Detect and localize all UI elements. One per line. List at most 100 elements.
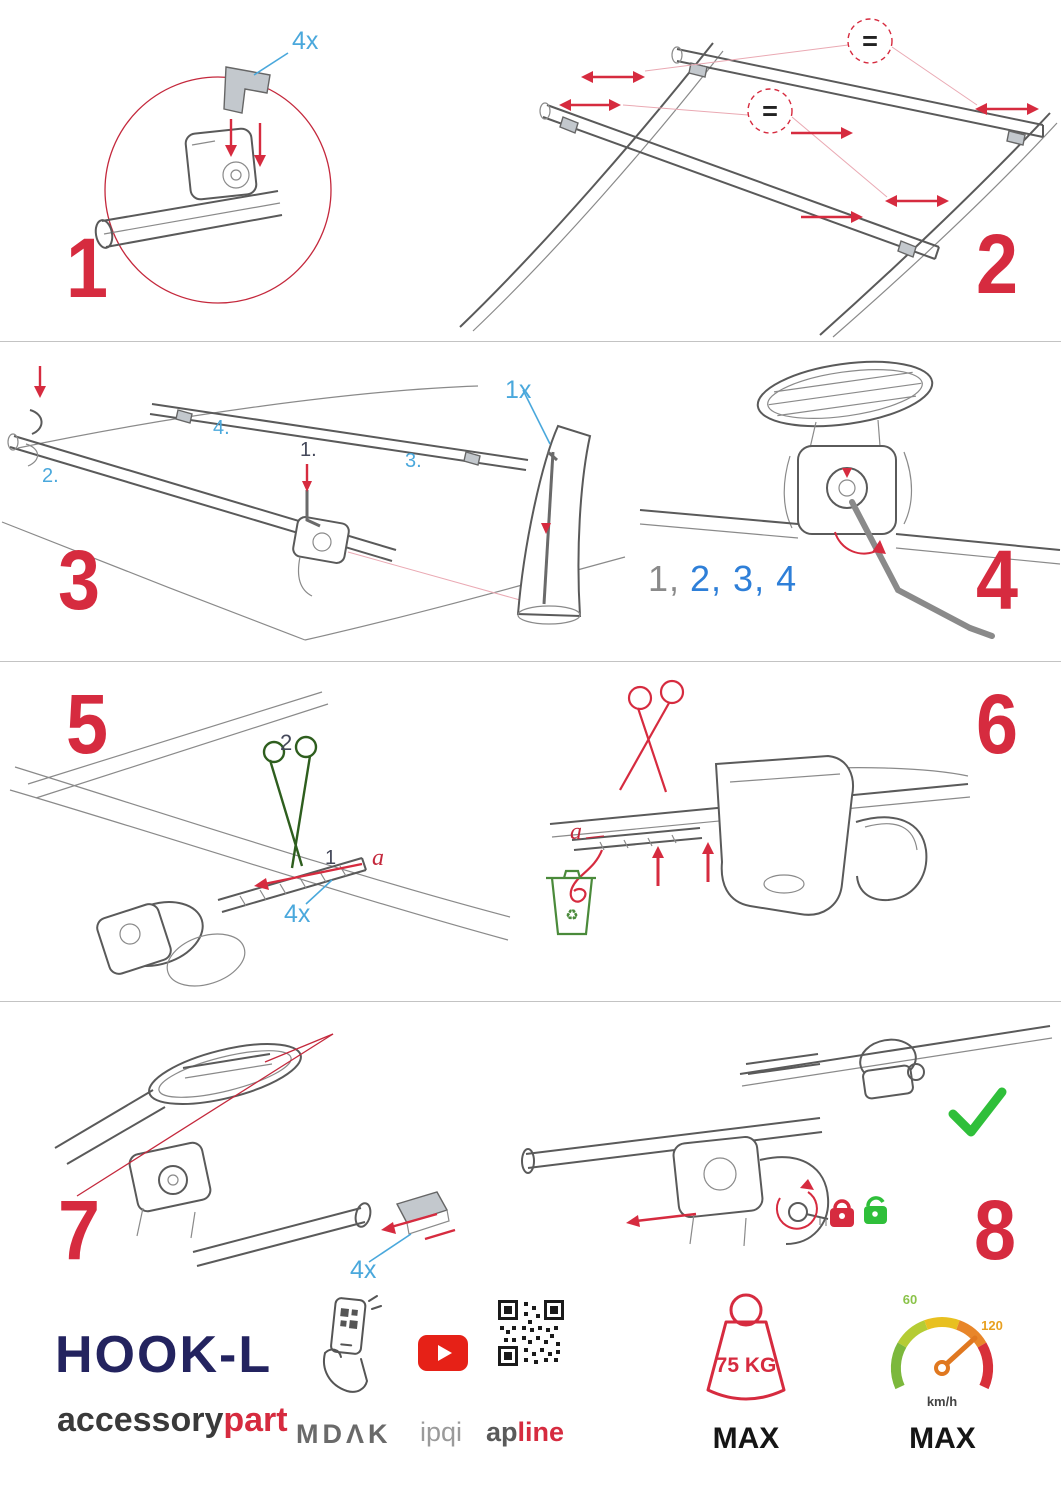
scan-phone-icon xyxy=(323,1295,382,1393)
metal-hook xyxy=(855,816,928,902)
loosen-arrow xyxy=(25,366,46,467)
step-3-panel: 1x 4. 1. 2. 3. xyxy=(0,352,640,652)
step-8-number: 8 xyxy=(974,1183,1017,1277)
clamp-body xyxy=(184,127,258,201)
equal-spacing-badge: = xyxy=(747,88,793,134)
brand-suffix: part xyxy=(223,1401,288,1439)
section-divider xyxy=(0,661,1061,662)
cutoff-piece xyxy=(569,849,604,903)
bar-end-section xyxy=(756,360,934,428)
rear-crossbar xyxy=(671,46,1044,146)
apline-logo: apline xyxy=(486,1417,564,1448)
step-5-number: 5 xyxy=(66,677,109,771)
quantity-label: 4x xyxy=(350,1256,377,1284)
section-divider xyxy=(0,1001,1061,1002)
recycle-icon: ♻ xyxy=(565,906,578,924)
step5-illustration xyxy=(9,691,511,987)
sequence-done: 1, xyxy=(648,558,681,599)
tighten-sequence: 1,2, 3, 4 xyxy=(648,558,797,600)
end-cap-part xyxy=(395,1191,450,1235)
brand-prefix: accessory xyxy=(57,1401,224,1439)
qr-code xyxy=(498,1300,564,1366)
max-weight-icon: 75 KG xyxy=(706,1293,786,1401)
quantity-label: 1x xyxy=(505,376,532,404)
footer: HOOK-L accessorypart xyxy=(0,1285,1061,1500)
measure-arrows xyxy=(559,71,1039,223)
trash-bin-icon: ♻ xyxy=(546,869,596,936)
allen-key xyxy=(849,499,995,639)
mounted-clamp-detail xyxy=(739,1025,1053,1100)
speedometer-icon: 60 120 km/h xyxy=(890,1292,1003,1409)
brand-logo: accessorypart xyxy=(57,1401,288,1440)
front-crossbar xyxy=(539,102,940,260)
turn-arrow xyxy=(775,1191,818,1230)
scissors-icon xyxy=(619,679,685,793)
equal-spacing-badge: = xyxy=(847,18,893,64)
substep-2-label: 2. xyxy=(42,465,59,487)
measure-arrow xyxy=(254,862,363,890)
product-name: HOOK-L xyxy=(55,1326,273,1384)
bracket-part xyxy=(223,66,271,114)
apline-prefix: ap xyxy=(486,1417,518,1447)
speed-low-label: 60 xyxy=(903,1292,917,1307)
step-7-panel: 4x xyxy=(25,1012,515,1297)
speed-max-label: MAX xyxy=(909,1422,976,1455)
step-7-number: 7 xyxy=(58,1183,101,1277)
youtube-icon xyxy=(418,1335,468,1371)
step-4-number: 4 xyxy=(976,533,1019,627)
ipqi-logo: ipqi xyxy=(420,1417,463,1447)
padlock-unlocked-icon xyxy=(864,1196,887,1224)
bar-opening xyxy=(148,1043,302,1105)
step1-illustration xyxy=(94,52,332,304)
check-icon xyxy=(948,1087,1007,1137)
assembled-bar xyxy=(521,1117,830,1247)
sequence-todo: 2, 3, 4 xyxy=(690,558,798,599)
strip-label: 1 xyxy=(325,847,337,869)
key-icon xyxy=(788,1202,829,1226)
step-6-panel: ♻ a xyxy=(520,672,980,997)
front-crossbar xyxy=(7,433,397,597)
substep-4-label: 4. xyxy=(213,417,230,439)
step-1-number: 1 xyxy=(66,221,109,315)
fairing-with-key xyxy=(516,424,592,625)
step6-illustration: ♻ xyxy=(546,679,971,936)
dimension-label: a xyxy=(570,819,582,845)
step-5-panel: 2 1 a 4x xyxy=(9,672,515,997)
speed-high-label: 120 xyxy=(981,1318,1003,1333)
weight-max-label: MAX xyxy=(712,1422,780,1455)
rubber-strip xyxy=(571,827,703,851)
step-2-panel: = = xyxy=(405,5,1058,338)
step-6-number: 6 xyxy=(976,677,1019,771)
weight-value: 75 KG xyxy=(716,1354,777,1377)
foot-bracket xyxy=(714,754,854,916)
cut-position-label: 2 xyxy=(280,730,293,755)
substep-1-label: 1. xyxy=(300,439,317,461)
step-1-panel: 4x xyxy=(40,15,360,325)
insert-arrows xyxy=(225,119,266,167)
svg-text:=: = xyxy=(762,96,778,126)
magnifier-circle xyxy=(104,76,332,304)
step-2-number: 2 xyxy=(976,217,1019,311)
padlock-locked-icon xyxy=(830,1199,854,1227)
step8-illustration xyxy=(521,1025,1053,1247)
step-4-panel: 1,2, 3, 4 xyxy=(639,352,1061,660)
quantity-label: 4x xyxy=(292,27,319,55)
svg-text:=: = xyxy=(862,26,878,56)
step2-illustration: = = xyxy=(459,18,1058,338)
mdak-logo: MDΛK xyxy=(296,1419,392,1449)
apline-suffix: line xyxy=(517,1417,565,1447)
dimension-label: a xyxy=(372,845,384,871)
rear-crossbar xyxy=(149,403,529,471)
substep-3-label: 3. xyxy=(405,450,422,472)
step-8-panel xyxy=(508,1012,1059,1297)
step7-illustration xyxy=(54,1033,456,1267)
insert-arrow xyxy=(381,1212,456,1241)
scissors-icon xyxy=(262,735,318,869)
clamp-foot xyxy=(128,1141,212,1239)
section-divider xyxy=(0,341,1061,342)
step3-illustration xyxy=(1,366,626,641)
clamp-mechanism xyxy=(783,445,913,535)
push-arrows xyxy=(652,842,714,886)
slide-arrow xyxy=(626,1212,697,1227)
